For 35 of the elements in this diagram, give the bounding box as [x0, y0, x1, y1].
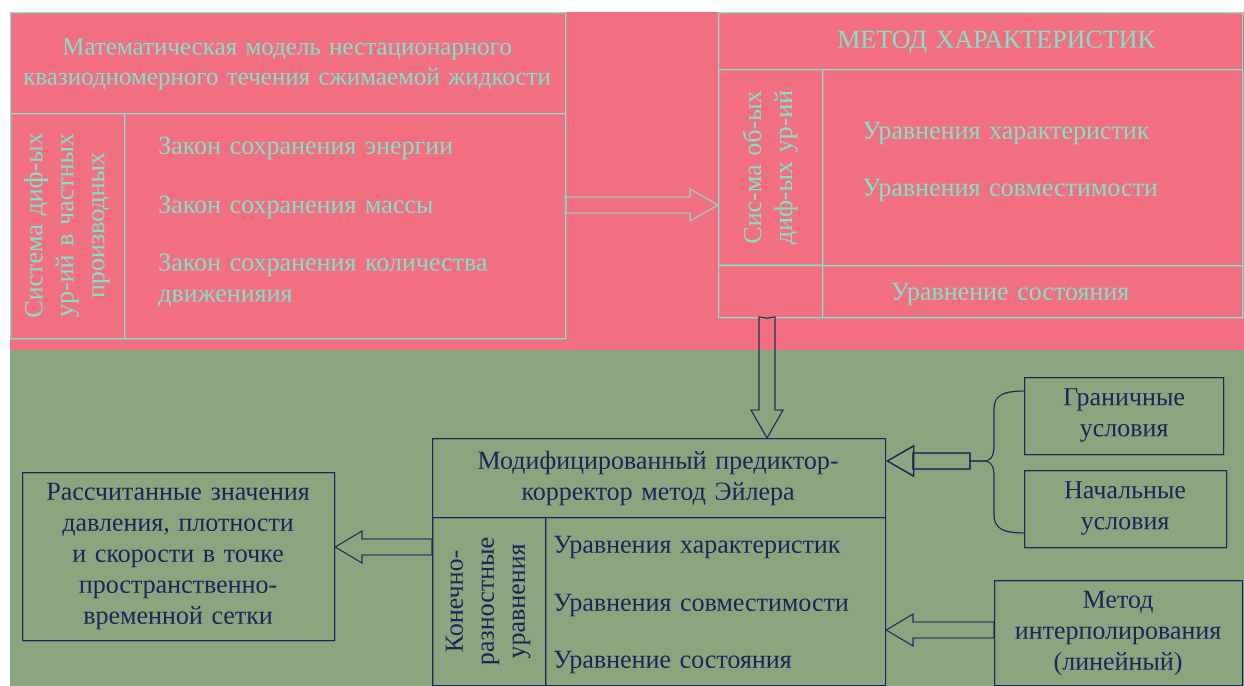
block-arrow: [334, 529, 433, 565]
table-cell: [124, 113, 567, 340]
cell-text: Закон сохранения энергии: [159, 136, 453, 160]
cell-text: Уравнения характеристик: [863, 121, 1150, 145]
table-cell: [822, 69, 1244, 267]
cell-text: Уравнения характеристик: [554, 535, 841, 559]
cell-text: Уравнения совместимости: [863, 178, 1158, 202]
cell-text: Модифицированный предиктор-корректор метод Эйлера: [478, 450, 838, 506]
cell-text: Закон сохранения массы: [159, 195, 433, 219]
cell-text: Математическая модель нестационарного квазиодномерного течения сжимаемой жидкости: [23, 38, 551, 90]
table-cell: [10, 113, 126, 340]
cell-text: Уравнение состояния: [554, 650, 792, 674]
table-cell: [432, 517, 547, 686]
cell-text: Рассчитанные значения давления, плотности и скорости в точке пространственно-временной сетки: [47, 482, 310, 630]
cell-text: МЕТОД ХАРАКТЕРИСТИК: [838, 30, 1155, 54]
block-arrow: [564, 187, 720, 223]
block-arrow: [885, 612, 995, 648]
condition-box: [1024, 470, 1228, 549]
table: [718, 12, 1244, 319]
cell-text: Уравнение состояния: [891, 282, 1129, 306]
table-cell: [545, 517, 887, 686]
table-cell: [718, 69, 824, 267]
cell-text: Метод интерполирования (линейный): [1015, 590, 1221, 676]
block-arrow: [749, 316, 785, 440]
condition-box: [1024, 377, 1225, 456]
cell-text: Система диф-ых ур-ий в частных производных: [24, 132, 110, 317]
cell-text: Начальные условия: [1064, 481, 1186, 535]
cell-text: Уравнения совместимости: [554, 593, 849, 617]
cell-text: Конечно-разностные уравнения: [445, 537, 531, 665]
method-box: [994, 580, 1244, 686]
cell-text: Граничные условия: [1063, 388, 1184, 442]
table-cell: [822, 265, 1244, 319]
cell-text: Закон сохранения количества движенияия: [158, 253, 488, 307]
result-box: [22, 472, 336, 642]
cell-text: Сис-ма об-ых диф-ых ур-ий: [742, 90, 798, 245]
